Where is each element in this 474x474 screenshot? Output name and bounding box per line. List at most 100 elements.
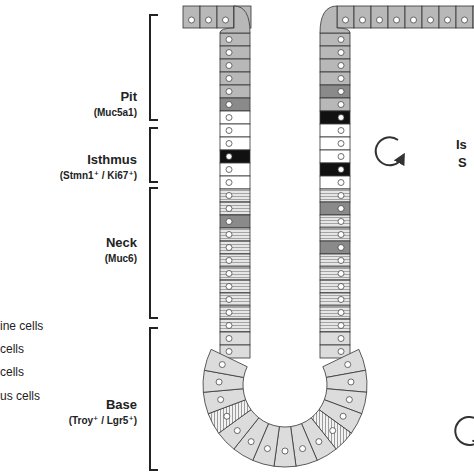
self-renewal-arrow <box>376 137 402 165</box>
cell-nucleus <box>226 89 232 95</box>
epithelial-cell <box>220 228 250 241</box>
cell-nucleus <box>338 323 344 329</box>
epithelial-cell <box>220 59 250 72</box>
region-label: Neck <box>37 236 137 250</box>
epithelial-cell <box>220 215 250 228</box>
cell-nucleus <box>189 17 195 23</box>
epithelial-cell <box>220 280 250 293</box>
cell-nucleus <box>338 206 344 212</box>
epithelial-cell <box>220 267 250 280</box>
surface-cell <box>422 6 439 28</box>
cell-nucleus <box>343 17 349 23</box>
surface-cell <box>388 6 405 28</box>
surface-cell <box>354 6 371 28</box>
epithelial-cell <box>220 215 250 228</box>
epithelial-cell <box>320 176 350 189</box>
cell-nucleus <box>226 102 232 108</box>
region-label: Base <box>37 398 137 412</box>
cell-nucleus <box>338 193 344 199</box>
epithelial-cell <box>320 306 350 319</box>
self-renewal-arrow <box>455 417 474 445</box>
base-cell <box>203 389 245 414</box>
cell-nucleus <box>226 297 232 303</box>
marker-label: (Troy⁺ / Lgr5⁺) <box>27 415 137 426</box>
cell-nucleus <box>338 297 344 303</box>
epithelial-cell <box>320 98 350 111</box>
cell-nucleus <box>226 258 232 264</box>
epithelial-cell <box>320 33 350 46</box>
surface-cell <box>473 6 474 28</box>
legend-text: ine cells <box>0 320 80 333</box>
cell-nucleus <box>338 284 344 290</box>
cell-nucleus <box>282 448 288 454</box>
cell-nucleus <box>300 446 306 452</box>
cell-nucleus <box>226 76 232 82</box>
epithelial-cell <box>220 85 250 98</box>
epithelial-cell <box>220 306 250 319</box>
cell-nucleus <box>226 180 232 186</box>
epithelial-cell <box>320 150 350 163</box>
cell-nucleus <box>226 141 232 147</box>
epithelial-cell <box>320 215 350 228</box>
epithelial-cell <box>320 124 350 137</box>
epithelial-cell <box>220 319 250 332</box>
cell-nucleus <box>338 128 344 134</box>
surface-cell <box>422 6 439 28</box>
epithelial-cell <box>320 137 350 150</box>
cell-nucleus <box>226 245 232 251</box>
surface-cell <box>200 6 217 28</box>
epithelial-cell <box>220 254 250 267</box>
epithelial-cell <box>320 319 350 332</box>
cell-nucleus <box>226 232 232 238</box>
epithelial-cell <box>220 241 250 254</box>
surface-cell <box>320 6 350 33</box>
epithelial-cell <box>220 33 250 46</box>
epithelial-cell <box>320 124 350 137</box>
epithelial-cell <box>220 280 250 293</box>
epithelial-cell <box>220 72 250 85</box>
cell-nucleus <box>428 17 434 23</box>
surface-cell <box>337 6 354 28</box>
cell-nucleus <box>338 115 344 121</box>
epithelial-cell <box>220 176 250 189</box>
cell-nucleus <box>338 154 344 160</box>
cell-nucleus <box>226 50 232 56</box>
epithelial-cell <box>320 189 350 202</box>
epithelial-cell <box>320 267 350 280</box>
region-bracket <box>150 128 158 182</box>
epithelial-cell <box>220 137 250 150</box>
cell-nucleus <box>394 17 400 23</box>
cell-nucleus <box>248 439 254 445</box>
surface-cell <box>371 6 388 28</box>
legend-text: cells <box>0 343 80 356</box>
marker-label: (Stmn1⁺ / Ki67⁺) <box>27 170 137 181</box>
epithelial-cell <box>220 85 250 98</box>
epithelial-cell <box>220 163 250 176</box>
cell-nucleus <box>338 89 344 95</box>
epithelial-cell <box>220 150 250 163</box>
cell-nucleus <box>345 362 351 368</box>
epithelial-cell <box>320 137 350 150</box>
surface-cell <box>439 6 456 28</box>
cell-nucleus <box>338 232 344 238</box>
cell-nucleus <box>216 379 222 385</box>
epithelial-cell <box>220 241 250 254</box>
epithelial-cell <box>320 111 350 124</box>
cell-nucleus <box>338 37 344 43</box>
epithelial-cell <box>320 280 350 293</box>
epithelial-cell <box>220 150 250 163</box>
cell-nucleus <box>226 115 232 121</box>
surface-cell <box>371 6 388 28</box>
epithelial-cell <box>220 267 250 280</box>
cell-nucleus <box>226 336 232 342</box>
legend-text: us cells <box>0 390 80 403</box>
base-cells <box>203 349 367 467</box>
epithelial-cell <box>320 85 350 98</box>
region-bracket <box>150 188 158 318</box>
cell-nucleus <box>316 439 322 445</box>
epithelial-cell <box>220 293 250 306</box>
epithelial-cell <box>320 59 350 72</box>
cell-nucleus <box>226 323 232 329</box>
surface-cell <box>200 6 217 28</box>
cell-nucleus <box>234 428 240 434</box>
